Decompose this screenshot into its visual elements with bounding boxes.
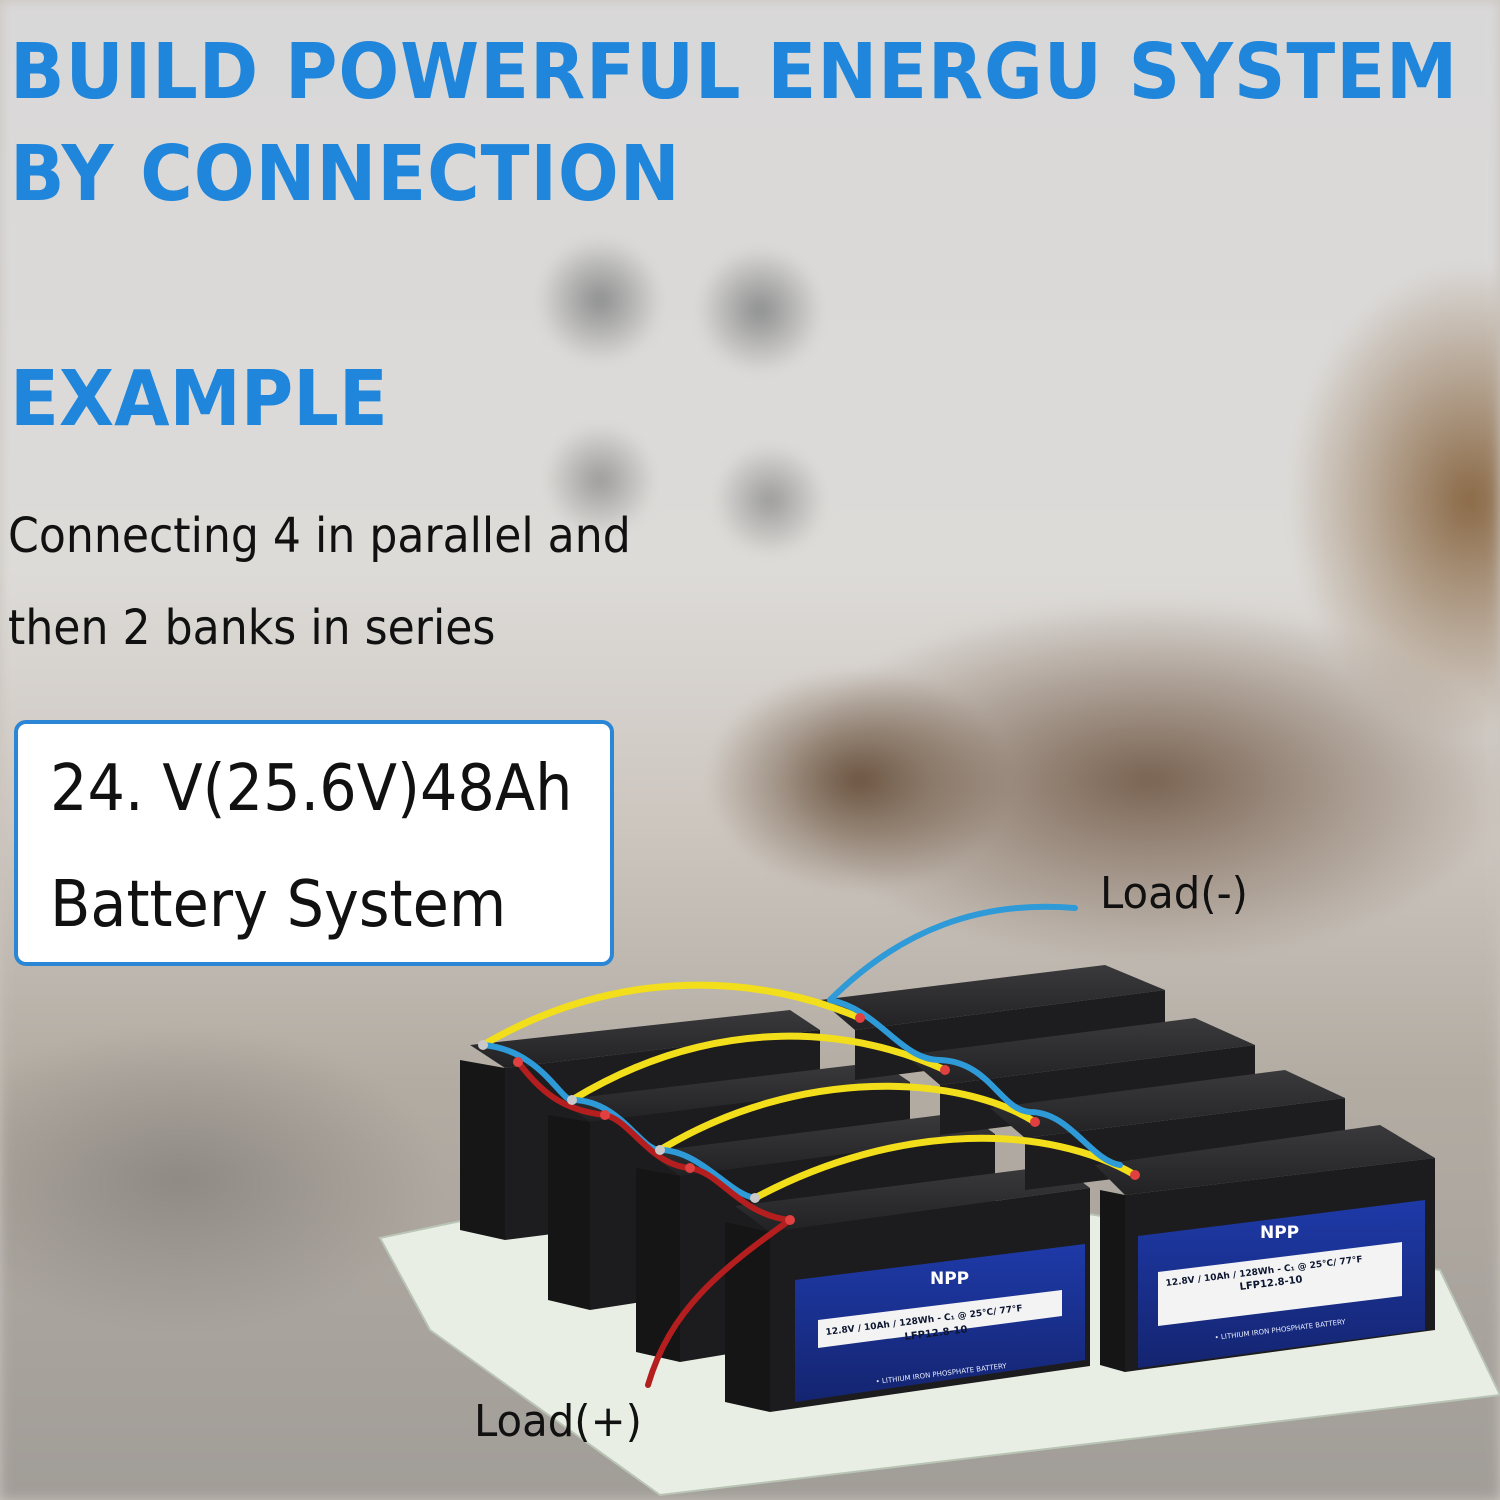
connection-description: Connecting 4 in parallel and then 2 bank…	[8, 490, 631, 674]
battery-brand-left: NPP	[930, 1269, 969, 1289]
terminals	[478, 1013, 1140, 1225]
battery-right-4: NPP 12.8V / 10Ah / 128Wh - C₁ @ 25°C/ 77…	[1095, 1125, 1435, 1372]
battery-brand-right: NPP	[1260, 1223, 1299, 1243]
headline: BUILD POWERFUL ENERGU SYSTEM BY CONNECTI…	[10, 22, 1458, 226]
example-heading: EXAMPLE	[10, 355, 388, 444]
wire-yellow-4	[751, 1134, 1139, 1202]
description-line-1: Connecting 4 in parallel and	[8, 508, 631, 564]
wiring	[479, 903, 1139, 1388]
wire-load-minus	[827, 903, 1078, 1003]
load-plus-label: Load(+)	[474, 1396, 642, 1447]
headline-line-1: BUILD POWERFUL ENERGU SYSTEM	[10, 28, 1459, 117]
wire-red-left	[515, 1059, 793, 1223]
description-line-2: then 2 banks in series	[8, 600, 496, 656]
wire-blue-right	[827, 997, 1123, 1168]
battery-left-4: NPP 12.8V / 10Ah / 128Wh - C₁ @ 25°C/ 77…	[725, 1165, 1090, 1412]
battery-bank-right: NPP 12.8V / 10Ah / 128Wh - C₁ @ 25°C/ 77…	[820, 965, 1435, 1372]
wire-load-plus	[645, 1217, 793, 1388]
headline-line-2: BY CONNECTION	[10, 130, 681, 219]
load-minus-label: Load(-)	[1100, 868, 1248, 919]
spec-box: 24. V(25.6V)48Ah Battery System	[14, 720, 614, 966]
spec-system: Battery System	[50, 868, 507, 942]
wire-yellow-2	[568, 1032, 949, 1104]
spec-voltage-capacity: 24. V(25.6V)48Ah	[50, 752, 573, 826]
wire-yellow-3	[656, 1082, 1039, 1154]
wire-yellow-1	[479, 981, 864, 1049]
